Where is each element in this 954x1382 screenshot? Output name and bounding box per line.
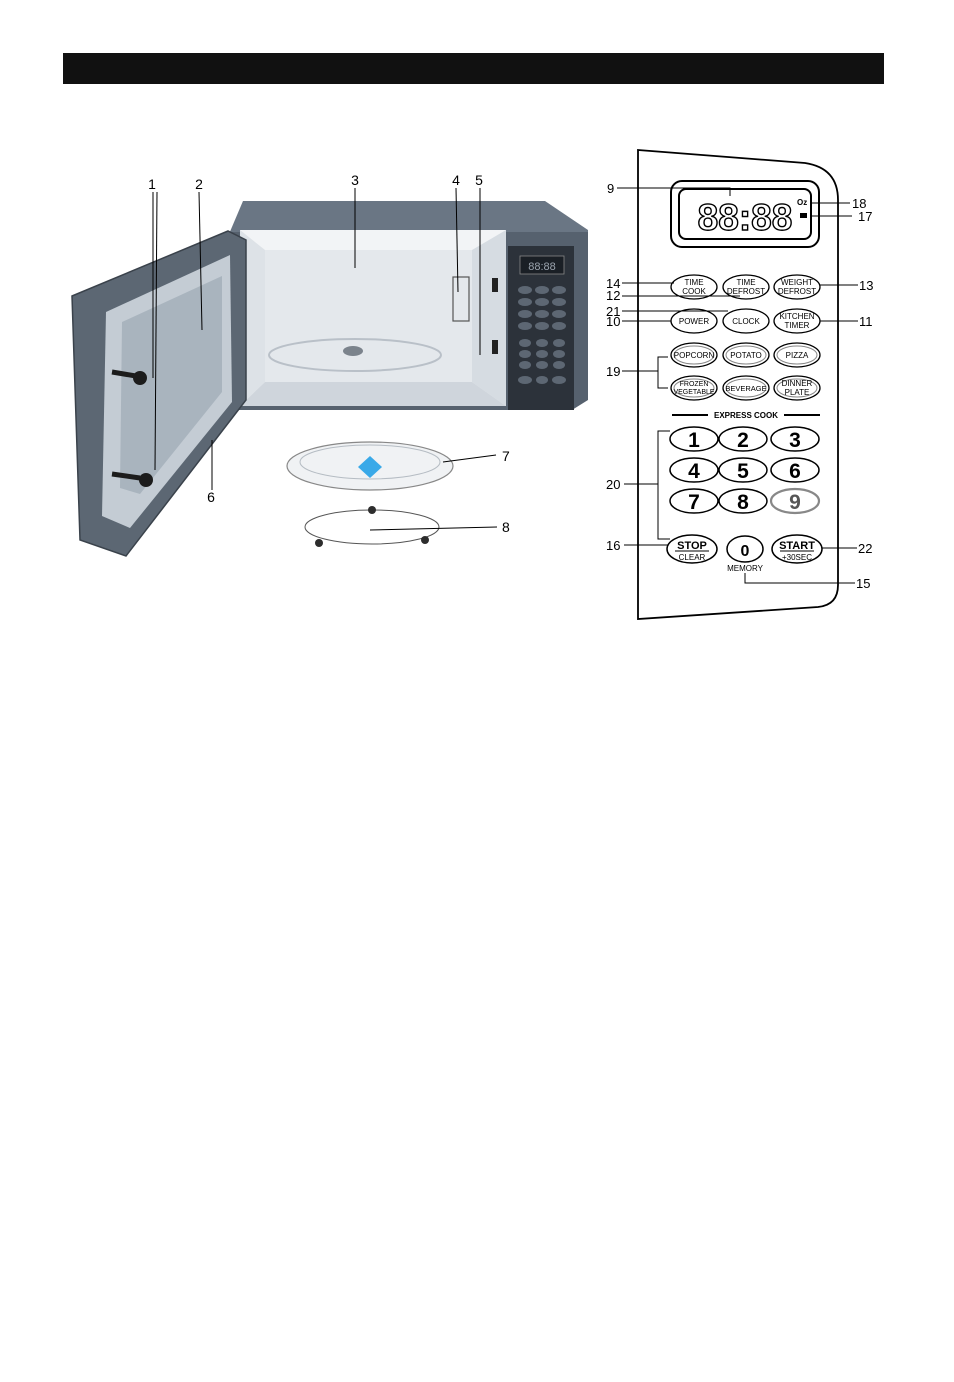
key-4-button[interactable]: 4 (670, 458, 718, 483)
callout-3: 3 (351, 172, 359, 188)
callout-5: 5 (475, 172, 483, 188)
callout-2: 2 (195, 176, 203, 192)
start-label: START (779, 540, 815, 552)
start-30sec-button[interactable]: START +30SEC (772, 535, 822, 563)
popcorn-label: POPCORN (674, 351, 715, 360)
pizza-button[interactable]: PIZZA (774, 343, 820, 367)
safety-lock-lower (492, 340, 498, 354)
callout-7: 7 (502, 448, 510, 464)
callout-19: 19 (606, 364, 620, 379)
callout-1: 1 (148, 176, 156, 192)
callout-16: 16 (606, 538, 620, 553)
frozen-vegetable-label-1: FROZEN (680, 381, 709, 388)
time-cook-button[interactable]: TIME COOK (671, 275, 717, 299)
key-0-memory-button[interactable]: 0 (727, 536, 763, 562)
microwave-illustration: 88:88 (72, 201, 588, 556)
weight-defrost-label-2: DEFROST (778, 287, 816, 296)
key-7-button[interactable]: 7 (670, 489, 718, 514)
control-panel: 88:88 Oz TIME COOK TIME DEFROST WEIGHT D… (606, 150, 873, 619)
callout-11: 11 (859, 314, 873, 329)
time-defrost-label-2: DEFROST (727, 287, 765, 296)
dinner-plate-label-2: PLATE (785, 388, 810, 397)
key-1-button[interactable]: 1 (670, 427, 718, 452)
clear-label: CLEAR (679, 553, 706, 562)
key-6-label: 6 (789, 460, 801, 483)
time-cook-label-2: COOK (682, 287, 706, 296)
key-3-label: 3 (789, 429, 801, 452)
safety-lock-upper (492, 278, 498, 292)
display-oz-indicator: Oz (797, 198, 807, 207)
kitchen-timer-button[interactable]: KITCHEN TIMER (774, 309, 820, 333)
key-7-label: 7 (688, 491, 700, 514)
key-3-button[interactable]: 3 (771, 427, 819, 452)
key-2-button[interactable]: 2 (719, 427, 767, 452)
clock-button[interactable]: CLOCK (723, 309, 769, 333)
power-button[interactable]: POWER (671, 309, 717, 333)
coupler (343, 346, 363, 356)
time-cook-label-1: TIME (684, 278, 703, 287)
weight-defrost-button[interactable]: WEIGHT DEFROST (774, 275, 820, 299)
callout-12: 12 (606, 288, 620, 303)
power-label: POWER (679, 317, 709, 326)
popcorn-button[interactable]: POPCORN (671, 343, 717, 367)
stop-label: STOP (677, 540, 707, 552)
weight-defrost-label-1: WEIGHT (781, 278, 813, 287)
glass-tray (287, 442, 453, 490)
callout-20: 20 (606, 477, 620, 492)
key-1-label: 1 (688, 429, 700, 452)
pizza-label: PIZZA (786, 351, 809, 360)
key-9-label: 9 (789, 491, 801, 514)
display-lock-indicator (800, 213, 807, 218)
dinner-plate-button[interactable]: DINNER PLATE (774, 376, 820, 400)
callout-9: 9 (607, 181, 614, 196)
key-0-label: 0 (741, 543, 750, 560)
frozen-vegetable-button[interactable]: FROZEN VEGETABLE (671, 376, 717, 400)
kitchen-timer-label-1: KITCHEN (779, 312, 814, 321)
callout-8: 8 (502, 519, 510, 535)
frozen-vegetable-label-2: VEGETABLE (673, 389, 714, 396)
key-6-button[interactable]: 6 (771, 458, 819, 483)
potato-button[interactable]: POTATO (723, 343, 769, 367)
time-defrost-button[interactable]: TIME DEFROST (723, 275, 769, 299)
key-8-button[interactable]: 8 (719, 489, 767, 514)
express-cook-heading: EXPRESS COOK (714, 411, 778, 420)
callout-15: 15 (856, 576, 870, 591)
key-9-button[interactable]: 9 (771, 489, 819, 514)
callout-22: 22 (858, 541, 872, 556)
callout-6: 6 (207, 489, 215, 505)
time-defrost-label-1: TIME (736, 278, 755, 287)
key-5-button[interactable]: 5 (719, 458, 767, 483)
callout-17: 17 (858, 209, 872, 224)
svg-text:88:88: 88:88 (528, 261, 556, 273)
callout-13: 13 (859, 278, 873, 293)
key-8-label: 8 (737, 491, 749, 514)
callout-4: 4 (452, 172, 460, 188)
dinner-plate-label-1: DINNER (782, 379, 813, 388)
clock-label: CLOCK (732, 317, 760, 326)
plus-30sec-label: +30SEC (782, 553, 812, 562)
callout-10: 10 (606, 314, 620, 329)
key-2-label: 2 (737, 429, 749, 452)
memory-label: MEMORY (727, 564, 764, 573)
display-digits: 88:88 (698, 197, 793, 238)
potato-label: POTATO (730, 351, 762, 360)
key-4-label: 4 (688, 460, 700, 483)
cavity-back-wall (265, 250, 472, 382)
beverage-label: BEVERAGE (725, 384, 766, 393)
kitchen-timer-label-2: TIMER (785, 321, 810, 330)
roller-ring (305, 506, 439, 547)
beverage-button[interactable]: BEVERAGE (723, 376, 769, 400)
key-5-label: 5 (737, 460, 749, 483)
stop-clear-button[interactable]: STOP CLEAR (667, 535, 717, 563)
